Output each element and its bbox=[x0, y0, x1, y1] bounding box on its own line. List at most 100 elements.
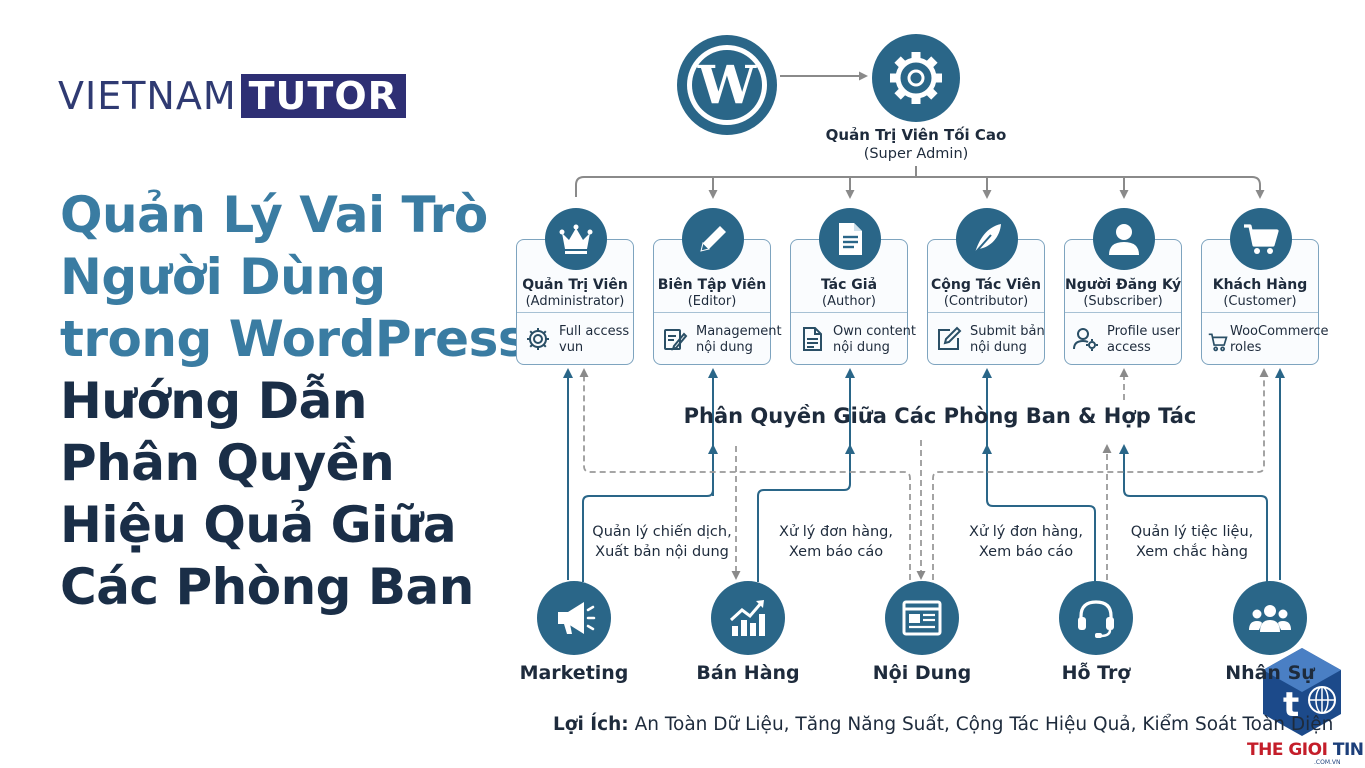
role-description-line: Submit bản bbox=[970, 324, 1045, 339]
card-divider bbox=[1065, 312, 1181, 313]
role-card-administrator: Quản Trị Viên (Administrator) Full acces… bbox=[516, 239, 634, 365]
card-divider bbox=[654, 312, 770, 313]
cart-icon bbox=[1230, 208, 1292, 270]
role-description-line: vun bbox=[559, 340, 584, 355]
role-description-line: WooCommerce bbox=[1230, 324, 1329, 339]
super-admin-name: Quản Trị Viên Tối Cao bbox=[825, 126, 1007, 144]
feather-icon bbox=[956, 208, 1018, 270]
headline-line: trong WordPress: bbox=[60, 310, 547, 368]
role-description-line: access bbox=[1107, 340, 1151, 355]
department-label-sales: Bán Hàng bbox=[696, 662, 800, 684]
role-description-line: nội dung bbox=[696, 340, 753, 355]
department-label-marketing: Marketing bbox=[519, 662, 629, 684]
logo-word-vietnam: VIETNAM bbox=[58, 74, 237, 118]
card-divider bbox=[928, 312, 1044, 313]
headline-line: Phân Quyền bbox=[60, 434, 395, 492]
headline-line: Các Phòng Ban bbox=[60, 558, 474, 616]
watermark-domain: .COM.VN bbox=[1314, 759, 1341, 766]
department-permission-flows bbox=[563, 368, 1285, 582]
super-admin-subtitle: (Super Admin) bbox=[863, 146, 969, 162]
benefits-line: Lợi Ích: An Toàn Dữ Liệu, Tăng Năng Suất… bbox=[553, 714, 1333, 735]
vietnamtutor-logo: VIETNAM TUTOR bbox=[58, 74, 406, 118]
headline-line: Hướng Dẫn bbox=[60, 372, 367, 430]
flow-label-line: Xem báo cáo bbox=[978, 544, 1074, 560]
flow-label-line: Quản lý chiến dịch, bbox=[592, 524, 732, 540]
page-headline: Quản Lý Vai Trò Người Dùng trong WordPre… bbox=[60, 184, 547, 618]
role-title: Quản Trị Viên bbox=[522, 277, 628, 293]
flow-label-line: Xem báo cáo bbox=[788, 544, 884, 560]
benefits-label: Lợi Ích: bbox=[553, 714, 629, 735]
gear-icon bbox=[527, 328, 549, 350]
flow-label-sales: Xử lý đơn hàng, Xem báo cáo bbox=[772, 522, 900, 562]
team-icon bbox=[1233, 581, 1307, 655]
document-icon bbox=[803, 327, 822, 351]
role-title: Người Đăng Ký bbox=[1065, 277, 1182, 293]
role-description-line: roles bbox=[1230, 340, 1262, 355]
card-divider bbox=[1202, 312, 1318, 313]
benefits-text: An Toàn Dữ Liệu, Tăng Năng Suất, Cộng Tá… bbox=[628, 714, 1334, 735]
growth-chart-icon bbox=[711, 581, 785, 655]
megaphone-icon bbox=[537, 581, 611, 655]
role-title: Cộng Tác Viên bbox=[931, 277, 1041, 293]
role-description-line: Management bbox=[696, 324, 782, 339]
role-subtitle: (Editor) bbox=[687, 294, 737, 309]
crown-icon bbox=[545, 208, 607, 270]
department-label-hr: Nhân Sự bbox=[1225, 662, 1315, 684]
browser-window-icon bbox=[885, 581, 959, 655]
role-subtitle: (Subscriber) bbox=[1083, 294, 1163, 309]
headset-icon bbox=[1059, 581, 1133, 655]
flow-label-line: Xử lý đơn hàng, bbox=[969, 524, 1083, 540]
flow-label-line: Quản lý tiệc liệu, bbox=[1130, 524, 1254, 540]
department-label-content: Nội Dung bbox=[872, 662, 972, 684]
cart-icon bbox=[1208, 333, 1228, 352]
thegioitinhoc-badge-icon: t bbox=[1263, 648, 1341, 736]
headline-line: Quản Lý Vai Trò bbox=[60, 186, 488, 244]
flow-label-line: Xem chắc hàng bbox=[1135, 544, 1249, 560]
department-label-support: Hỗ Trợ bbox=[1061, 662, 1131, 684]
role-description-line: nội dung bbox=[833, 340, 890, 355]
role-subtitle: (Author) bbox=[822, 294, 876, 309]
edit-icon bbox=[938, 326, 962, 350]
thegioitinhoc-watermark: THE GIOI TINHOC bbox=[1247, 740, 1365, 760]
role-description-line: nội dung bbox=[970, 340, 1027, 355]
role-title: Biên Tập Viên bbox=[657, 277, 767, 293]
role-tree-connectors bbox=[575, 166, 1265, 199]
headline-line: Người Dùng bbox=[60, 248, 386, 306]
watermark-part1: THE GIOI bbox=[1247, 740, 1333, 760]
role-title: Khách Hàng bbox=[1212, 277, 1308, 293]
wordpress-logo-icon: W bbox=[677, 35, 777, 135]
flow-label-line: Xuất bản nội dung bbox=[595, 544, 729, 560]
flow-label-marketing: Quản lý chiến dịch, Xuất bản nội dung bbox=[590, 522, 734, 562]
user-icon bbox=[1093, 208, 1155, 270]
role-description-line: Full access bbox=[559, 324, 630, 339]
card-divider bbox=[517, 312, 633, 313]
flow-label-line: Xử lý đơn hàng, bbox=[779, 524, 893, 540]
document-icon bbox=[819, 208, 881, 270]
role-subtitle: (Contributor) bbox=[943, 294, 1029, 309]
dashed-collaboration-flows bbox=[579, 368, 1269, 580]
watermark-part2: TINHOC bbox=[1332, 740, 1365, 760]
role-title: Tác Giả bbox=[820, 277, 878, 293]
logo-word-tutor: TUTOR bbox=[240, 74, 406, 118]
flow-label-support: Xử lý đơn hàng, Xem báo cáo bbox=[962, 522, 1090, 562]
edit-doc-icon bbox=[664, 329, 688, 351]
pencil-icon bbox=[682, 208, 744, 270]
role-subtitle: (Administrator) bbox=[525, 294, 625, 309]
section-title: Phân Quyền Giữa Các Phòng Ban & Hợp Tác bbox=[683, 404, 1197, 428]
role-description-line: Profile user bbox=[1107, 324, 1180, 339]
super-admin-gear-icon bbox=[872, 34, 960, 122]
headline-line: Hiệu Quả Giữa bbox=[60, 496, 457, 554]
flow-label-hr: Quản lý tiệc liệu, Xem chắc hàng bbox=[1128, 522, 1256, 562]
card-divider bbox=[791, 312, 907, 313]
role-subtitle: (Customer) bbox=[1223, 294, 1297, 309]
svg-text:t: t bbox=[1283, 685, 1299, 725]
user-gear-icon bbox=[1073, 328, 1098, 351]
